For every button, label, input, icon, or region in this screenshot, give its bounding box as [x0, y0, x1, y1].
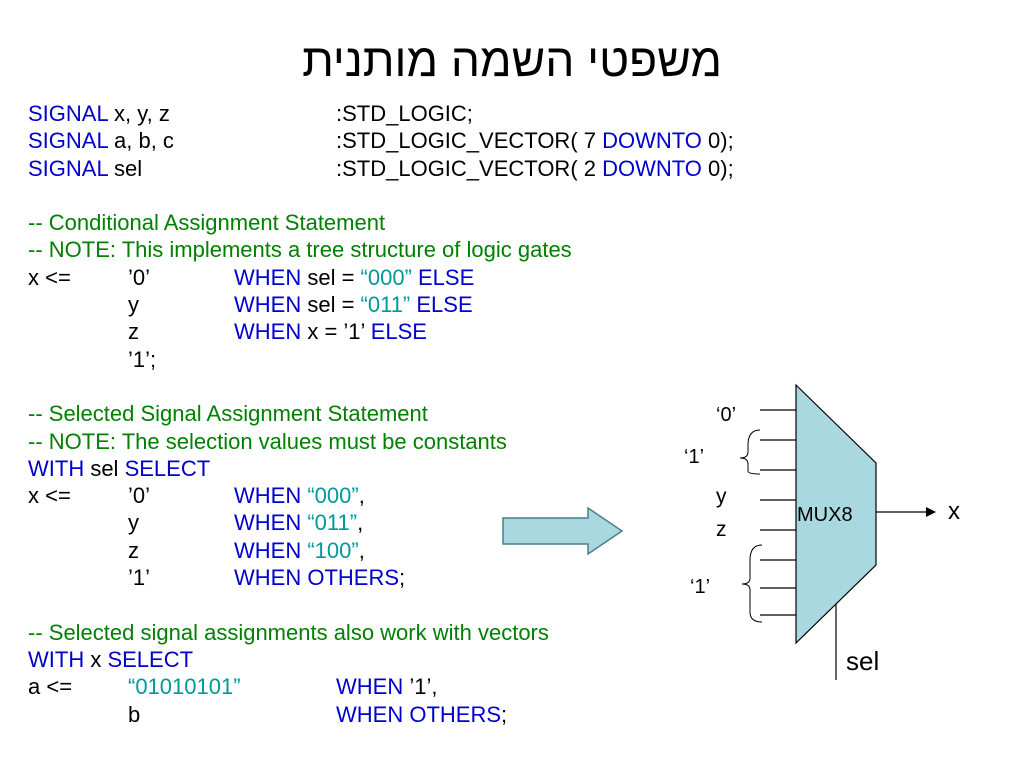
keyword: ELSE	[370, 319, 427, 345]
condition: ’1’,	[403, 674, 438, 700]
condition: sel =	[301, 292, 361, 318]
code-line: ’1’ WHEN OTHERS;	[28, 564, 572, 591]
keyword: SIGNAL	[28, 155, 108, 181]
code-line: a <= “01010101” WHEN ’1’,	[28, 673, 572, 700]
code-line: WITH sel SELECT	[28, 455, 572, 482]
signal-type: :STD_LOGIC_VECTOR( 2	[336, 155, 603, 181]
label-one-top: ‘1’	[684, 446, 704, 468]
value: ’1’;	[128, 346, 157, 372]
code-line: b WHEN OTHERS;	[28, 701, 572, 728]
signal-type: :STD_LOGIC_VECTOR( 7	[336, 128, 603, 154]
literal: “000”	[301, 483, 359, 509]
value: ’1’	[128, 565, 151, 591]
keyword: WHEN	[336, 701, 404, 727]
output-label: x	[948, 498, 960, 525]
keyword: OTHERS	[301, 565, 400, 591]
selector: sel	[84, 455, 125, 481]
condition: x = ’1’	[301, 319, 371, 345]
code-line: x <= ’0’ WHEN sel = “000” ELSE	[28, 264, 572, 291]
keyword: WHEN	[234, 292, 302, 318]
code-line: z WHEN x = ’1’ ELSE	[28, 318, 572, 345]
keyword: WHEN	[234, 483, 302, 509]
signal-type-end: 0);	[701, 128, 734, 154]
value: y	[128, 510, 139, 536]
keyword: SELECT	[107, 646, 194, 672]
signal-names: x, y, z	[107, 101, 170, 126]
value: ’0’	[128, 264, 151, 290]
keyword: SIGNAL	[28, 128, 108, 154]
keyword: DOWNTO	[602, 128, 702, 154]
value: ’0’	[128, 483, 151, 509]
keyword: WHEN	[234, 537, 302, 563]
assign-target: a <=	[28, 674, 73, 700]
keyword: WHEN	[234, 565, 302, 591]
page-title: משפטי השמה מותנית	[302, 34, 722, 86]
signal-type: :STD_LOGIC;	[336, 101, 473, 126]
keyword: WHEN	[336, 674, 404, 700]
punct: ,	[357, 510, 364, 536]
keyword: ELSE	[410, 292, 473, 318]
comment-line: -- Selected signal assignments also work…	[28, 619, 549, 645]
punct: ;	[501, 701, 508, 727]
condition: sel =	[301, 264, 361, 290]
label-zero: ‘0’	[716, 404, 736, 426]
selector: x	[84, 646, 108, 672]
signal-type-end: 0);	[701, 155, 734, 181]
signal-names: a, b, c	[107, 128, 174, 154]
code-line: y WHEN sel = “011” ELSE	[28, 291, 572, 318]
mux-label: MUX8	[797, 504, 853, 526]
value: y	[128, 292, 139, 318]
literal: “01010101”	[128, 674, 241, 700]
bottom-brace	[741, 544, 763, 623]
literal: “000”	[360, 264, 412, 290]
keyword: ELSE	[411, 264, 475, 290]
value: z	[128, 319, 139, 345]
keyword: WHEN	[234, 319, 302, 345]
keyword: SIGNAL	[28, 101, 108, 126]
value: b	[128, 701, 141, 727]
punct: ;	[399, 565, 406, 591]
label-one-bottom: ‘1’	[690, 576, 710, 598]
decl-line-1: SIGNAL x, y, z :STD_LOGIC;	[28, 100, 572, 127]
code-line: z WHEN “100”,	[28, 537, 572, 564]
punct: ,	[358, 483, 365, 509]
keyword: SELECT	[124, 455, 211, 481]
punct: ,	[358, 537, 365, 563]
code-line: WITH x SELECT	[28, 646, 572, 673]
keyword: OTHERS	[403, 701, 502, 727]
label-y: y	[716, 485, 727, 508]
mux-input-lines	[760, 409, 796, 616]
comment-line: -- Selected Signal Assignment Statement	[28, 401, 428, 427]
decl-line-3: SIGNAL sel :STD_LOGIC_VECTOR( 2 DOWNTO 0…	[28, 155, 734, 182]
comment-line: -- NOTE: This implements a tree structur…	[28, 237, 572, 263]
keyword: WHEN	[234, 264, 302, 290]
keyword: WITH	[28, 646, 85, 672]
output-arrowhead	[926, 507, 936, 517]
signal-names: sel	[107, 155, 143, 181]
literal: “011”	[360, 292, 411, 318]
top-brace	[739, 429, 761, 475]
assign-target: x <=	[28, 264, 71, 290]
mux-body	[795, 383, 877, 645]
keyword: WITH	[28, 455, 85, 481]
comment-line: -- NOTE: The selection values must be co…	[28, 428, 507, 454]
literal: “011”	[301, 510, 358, 536]
sel-label: sel	[846, 646, 879, 676]
comment-line: -- Conditional Assignment Statement	[28, 210, 386, 236]
keyword: WHEN	[234, 510, 302, 536]
code-line: ’1’;	[28, 346, 572, 373]
block-arrow	[502, 506, 624, 556]
decl-line-2: SIGNAL a, b, c :STD_LOGIC_VECTOR( 7 DOWN…	[28, 127, 734, 154]
literal: “100”	[301, 537, 359, 563]
code-line: y WHEN “011”,	[28, 509, 572, 536]
assign-target: x <=	[28, 483, 71, 509]
code-line: x <= ’0’ WHEN “000”,	[28, 482, 572, 509]
code-block: SIGNAL x, y, z :STD_LOGIC; SIGNAL a, b, …	[28, 100, 734, 728]
label-z: z	[716, 518, 727, 541]
keyword: DOWNTO	[602, 155, 702, 181]
value: z	[128, 537, 139, 563]
